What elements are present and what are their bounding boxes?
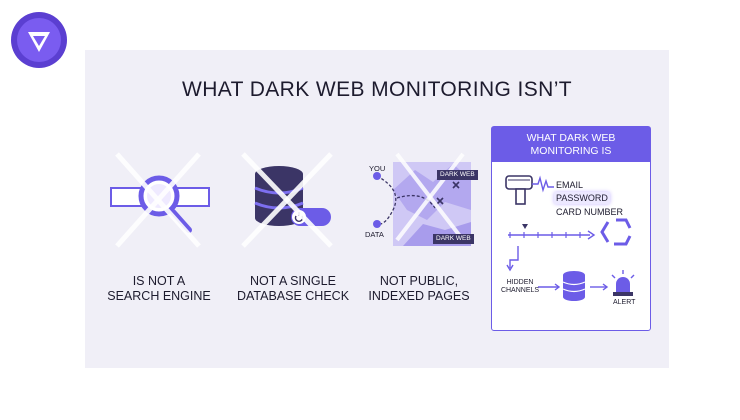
database-toggle-icon [241, 152, 333, 248]
caption-public-pages: NOT PUBLIC, INDEXED PAGES [349, 274, 489, 304]
heading-line: MONITORING IS [530, 144, 612, 157]
search-engine-illustration [107, 150, 227, 250]
monitoring-flow-diagram [505, 175, 635, 301]
label-line: CHANNELS [500, 287, 540, 294]
map-label-you: YOU [369, 164, 386, 173]
database-illustration [235, 150, 355, 250]
hidden-channels-label: HIDDEN CHANNELS [500, 279, 540, 295]
caption-line: NOT A SINGLE [250, 274, 336, 288]
field-card-number: CARD NUMBER [556, 207, 624, 217]
infographic-panel: WHAT DARK WEB MONITORING ISN’T IS NOT A … [85, 50, 669, 368]
caption-line: SEARCH ENGINE [107, 289, 211, 303]
shield-v-logo-icon[interactable] [10, 11, 68, 69]
alert-label: ALERT [613, 299, 636, 306]
recycle-icon [600, 218, 632, 246]
label-line: HIDDEN [506, 279, 534, 286]
search-bar-magnifier-icon [110, 152, 210, 248]
dark-web-map-illustration: YOU DATA DARK WEB DARK WEB [363, 150, 478, 250]
monitoring-is-heading: WHAT DARK WEB MONITORING IS [492, 127, 650, 162]
monitoring-is-box: WHAT DARK WEB MONITORING IS [491, 126, 651, 331]
page-title: WHAT DARK WEB MONITORING ISN’T [181, 78, 572, 101]
caption-line: IS NOT A [132, 274, 186, 288]
database-icon [562, 271, 586, 301]
caption-line: DATABASE CHECK [236, 289, 350, 303]
map-label-data: DATA [365, 230, 384, 239]
field-password: PASSWORD [554, 192, 610, 204]
dark-web-tag: DARK WEB [437, 170, 478, 180]
caption-database: NOT A SINGLE DATABASE CHECK [223, 274, 363, 304]
dark-web-tag: DARK WEB [433, 234, 474, 244]
caption-line: INDEXED PAGES [368, 289, 470, 303]
caption-search-engine: IS NOT A SEARCH ENGINE [89, 274, 229, 304]
field-email: EMAIL [556, 180, 584, 190]
caption-line: NOT PUBLIC, [379, 274, 459, 288]
scanner-icon [505, 175, 533, 205]
alert-siren-icon [611, 270, 635, 296]
heading-line: WHAT DARK WEB [526, 132, 616, 144]
